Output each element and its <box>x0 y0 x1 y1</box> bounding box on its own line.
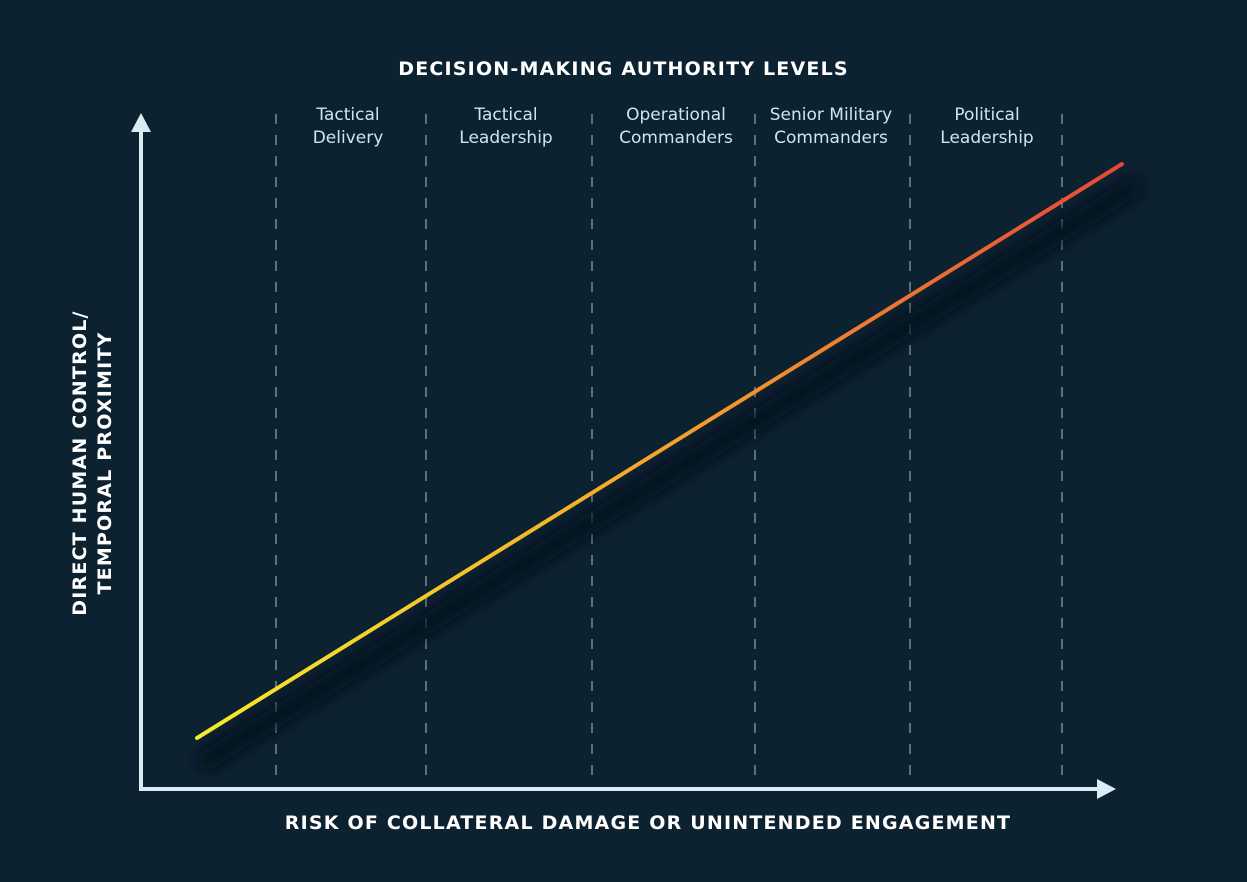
y-axis-label-line-1: DIRECT HUMAN CONTROL/ <box>69 310 91 616</box>
x-axis-label: RISK OF COLLATERAL DAMAGE OR UNINTENDED … <box>284 812 1012 834</box>
level-label-line-1: Tactical <box>316 105 380 125</box>
level-dividers <box>275 114 1063 786</box>
level-label-operational-commanders: Operational Commanders <box>601 104 751 150</box>
diagram-title: DECISION-MAKING AUTHORITY LEVELS <box>398 58 849 80</box>
level-label-line-2: Delivery <box>312 128 384 148</box>
trend-line <box>195 162 1124 740</box>
level-label-line-2: Leadership <box>459 128 553 148</box>
level-label-line-1: Operational <box>626 105 726 125</box>
level-label-line-1: Tactical <box>474 105 538 125</box>
y-axis-label-line-2: TEMPORAL PROXIMITY <box>94 331 116 595</box>
trend-line-shadow <box>197 178 1142 770</box>
level-label-tactical-leadership: Tactical Leadership <box>431 104 581 150</box>
level-label-line-2: Leadership <box>940 128 1034 148</box>
level-label-tactical-delivery: Tactical Delivery <box>273 104 423 150</box>
x-axis <box>139 779 1116 799</box>
y-axis <box>131 113 151 789</box>
level-label-political-leadership: Political Leadership <box>912 104 1062 150</box>
y-axis-arrow-icon <box>131 113 151 132</box>
y-axis-label: DIRECT HUMAN CONTROL/ TEMPORAL PROXIMITY <box>68 203 118 723</box>
level-label-line-1: Senior Military <box>769 105 893 125</box>
level-label-line-1: Political <box>954 105 1020 125</box>
x-axis-arrow-icon <box>1097 779 1116 799</box>
level-label-line-2: Commanders <box>774 128 888 148</box>
level-label-senior-military-commanders: Senior Military Commanders <box>756 104 906 150</box>
level-label-line-2: Commanders <box>619 128 733 148</box>
